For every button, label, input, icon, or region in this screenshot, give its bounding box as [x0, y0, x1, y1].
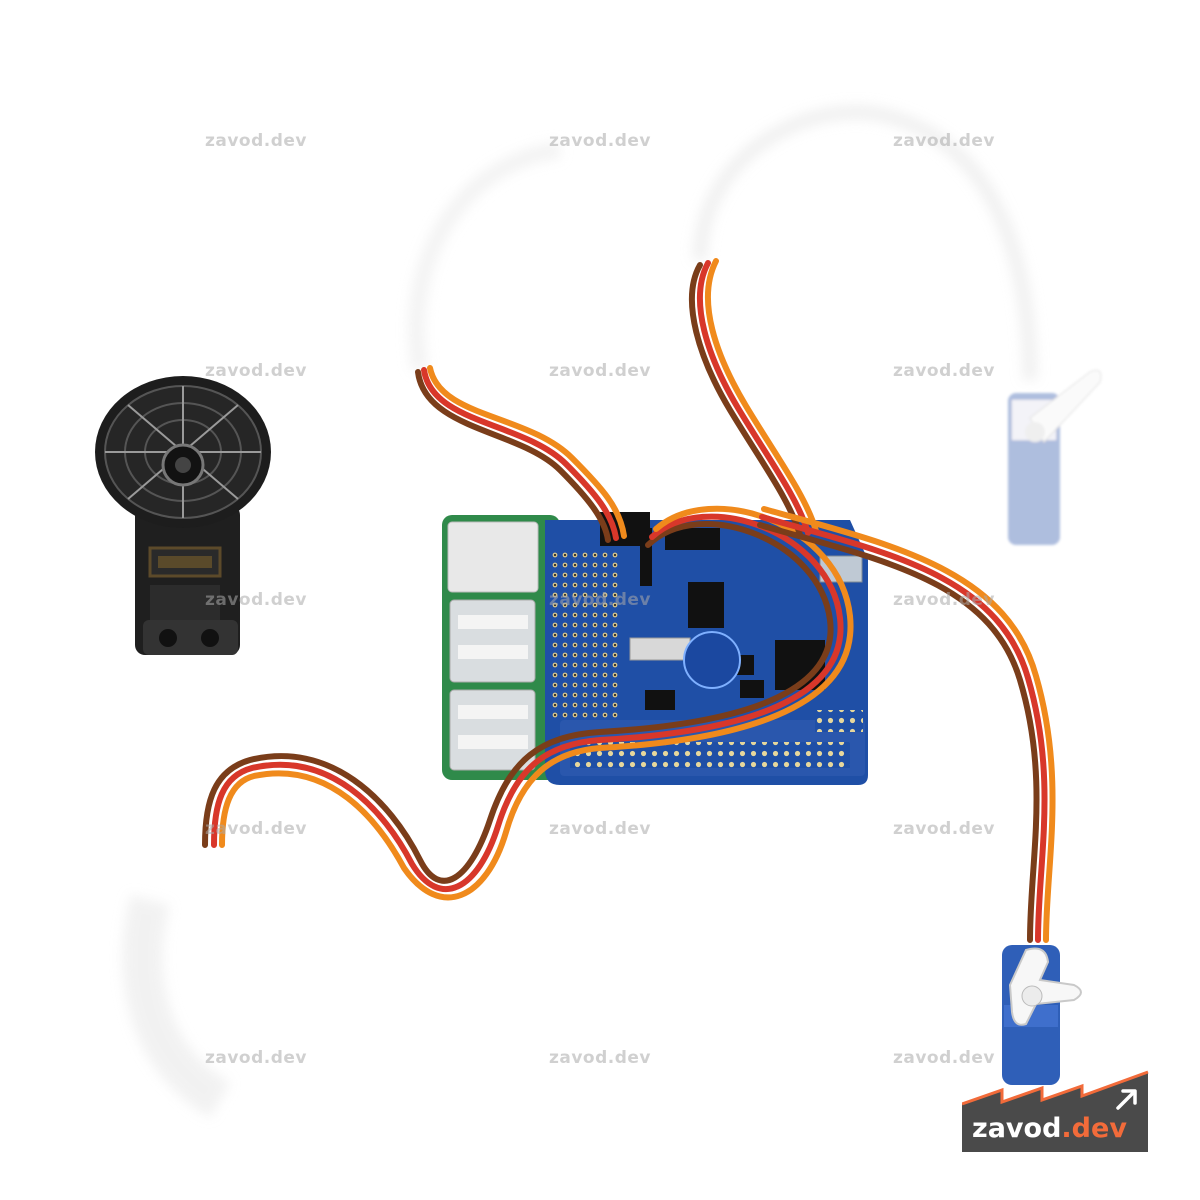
- watermark-text: zavod.dev: [892, 361, 996, 381]
- watermark-text: zavod.dev: [892, 131, 996, 151]
- logo-suffix: .dev: [1061, 1113, 1127, 1144]
- watermark-text: zavod.dev: [892, 1048, 996, 1068]
- watermark-text: zavod.dev: [892, 819, 996, 839]
- watermark-text: zavod.dev: [204, 819, 308, 839]
- black-servo-motor: [95, 376, 271, 655]
- raspberry-pi-with-servo-hat: [442, 512, 868, 785]
- watermark-text: zavod.dev: [548, 1048, 652, 1068]
- arrow-up-right-icon: [1116, 1089, 1137, 1110]
- watermark-text: zavod.dev: [204, 1048, 308, 1068]
- watermark-text: zavod.dev: [548, 361, 652, 381]
- brand-logo: zavod.dev: [962, 1066, 1150, 1154]
- logo-name: zavod: [972, 1113, 1062, 1144]
- logo-wordmark: zavod.dev: [972, 1113, 1127, 1144]
- watermark-text: zavod.dev: [892, 590, 996, 610]
- blue-micro-servo: [1002, 945, 1082, 1085]
- watermark-text: zavod.dev: [204, 590, 308, 610]
- watermark-text: zavod.dev: [548, 819, 652, 839]
- watermark-text: zavod.dev: [548, 131, 652, 151]
- servo-cables: [202, 258, 1056, 943]
- faded-micro-servo: [1008, 369, 1102, 545]
- white-wires: [122, 105, 1037, 1118]
- watermark-text: zavod.dev: [204, 361, 308, 381]
- watermark-text: zavod.dev: [548, 590, 652, 610]
- logo-factory-shape: [962, 1070, 1149, 1152]
- watermark-text: zavod.dev: [204, 131, 308, 151]
